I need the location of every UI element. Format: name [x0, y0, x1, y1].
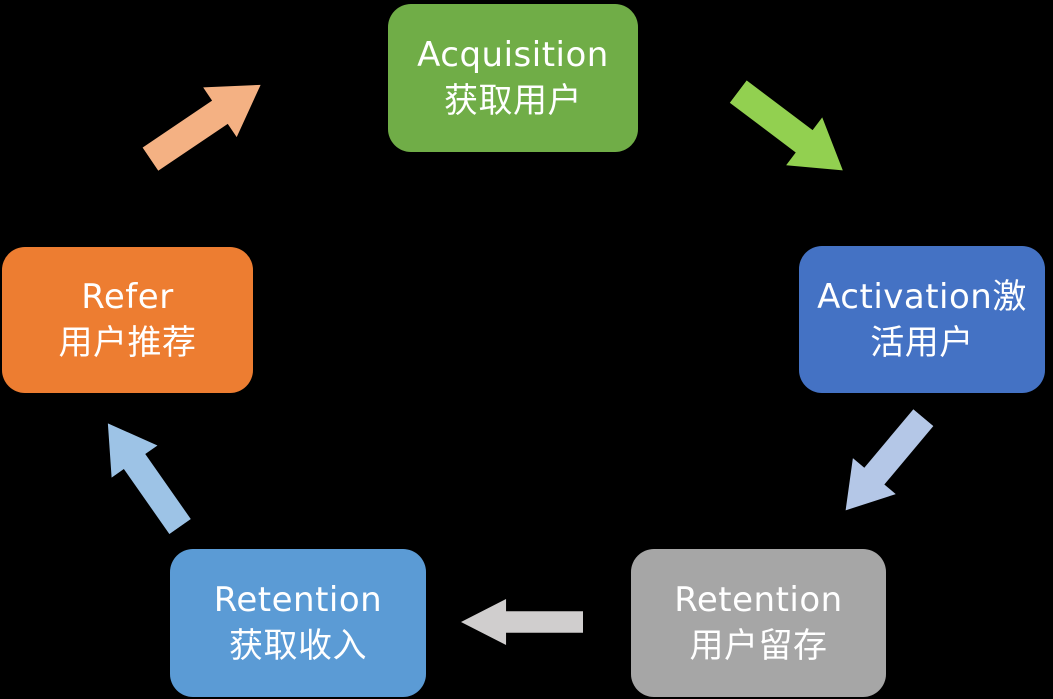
node-refer-label-zh: 用户推荐	[58, 323, 197, 363]
node-activation-label-line1: Activation激	[817, 276, 1027, 317]
arrow-acquisition-to-activation-icon	[720, 68, 861, 195]
node-revenue-label-en: Retention	[213, 580, 383, 620]
arrow-revenue-to-refer-icon	[85, 407, 203, 542]
node-revenue-label-zh: 获取收入	[229, 626, 367, 666]
arrow-refer-to-acquisition-icon	[134, 60, 278, 184]
node-retention: Retention 用户留存	[631, 549, 886, 697]
arrow-activation-to-retention-icon	[824, 400, 945, 529]
node-acquisition-label-en: Acquisition	[417, 35, 609, 75]
node-acquisition: Acquisition 获取用户	[388, 4, 638, 152]
node-refer: Refer 用户推荐	[2, 247, 253, 393]
node-activation-label-line2: 活用户	[870, 322, 974, 363]
node-acquisition-label-zh: 获取用户	[444, 81, 582, 121]
node-refer-label-en: Refer	[81, 277, 174, 317]
node-revenue: Retention 获取收入	[170, 549, 426, 697]
node-retention-label-en: Retention	[674, 580, 843, 620]
node-retention-label-zh: 用户留存	[689, 626, 828, 666]
node-activation: Activation激 活用户	[799, 246, 1045, 393]
arrow-retention-to-revenue-icon	[461, 599, 583, 645]
